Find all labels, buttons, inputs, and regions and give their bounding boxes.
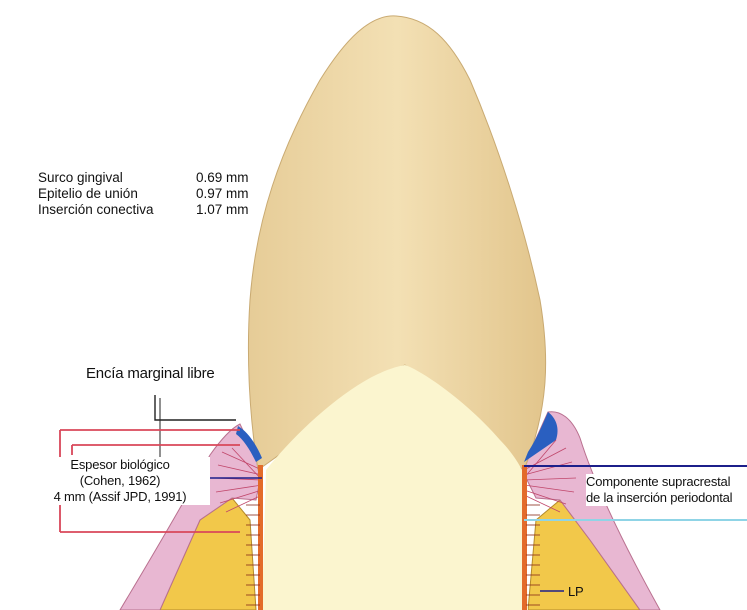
pdl-left (258, 465, 263, 610)
legend-label: Surco gingival (38, 170, 196, 186)
componente-line-2: de la inserción periodontal (586, 490, 732, 506)
espesor-label: Espesor biológico (Cohen, 1962) 4 mm (As… (30, 457, 210, 505)
legend-value: 1.07 mm (196, 202, 266, 218)
espesor-line-1: Espesor biológico (30, 457, 210, 473)
legend-value: 0.69 mm (196, 170, 266, 186)
legend-value: 0.97 mm (196, 186, 266, 202)
legend-row: Surco gingival 0.69 mm (38, 170, 266, 186)
measurement-legend: Surco gingival 0.69 mm Epitelio de unión… (38, 170, 266, 218)
componente-line-1: Componente supracrestal (586, 474, 732, 490)
legend-row: Inserción conectiva 1.07 mm (38, 202, 266, 218)
espesor-line-3: 4 mm (Assif JPD, 1991) (30, 489, 210, 505)
pdl-right (522, 465, 527, 610)
legend-label: Inserción conectiva (38, 202, 196, 218)
legend-row: Epitelio de unión 0.97 mm (38, 186, 266, 202)
encia-pointer (155, 395, 236, 420)
espesor-line-2: (Cohen, 1962) (30, 473, 210, 489)
componente-label: Componente supracrestal de la inserción … (586, 474, 732, 506)
encia-label: Encía marginal libre (86, 366, 215, 382)
legend-label: Epitelio de unión (38, 186, 196, 202)
lp-label: LP (568, 584, 584, 600)
